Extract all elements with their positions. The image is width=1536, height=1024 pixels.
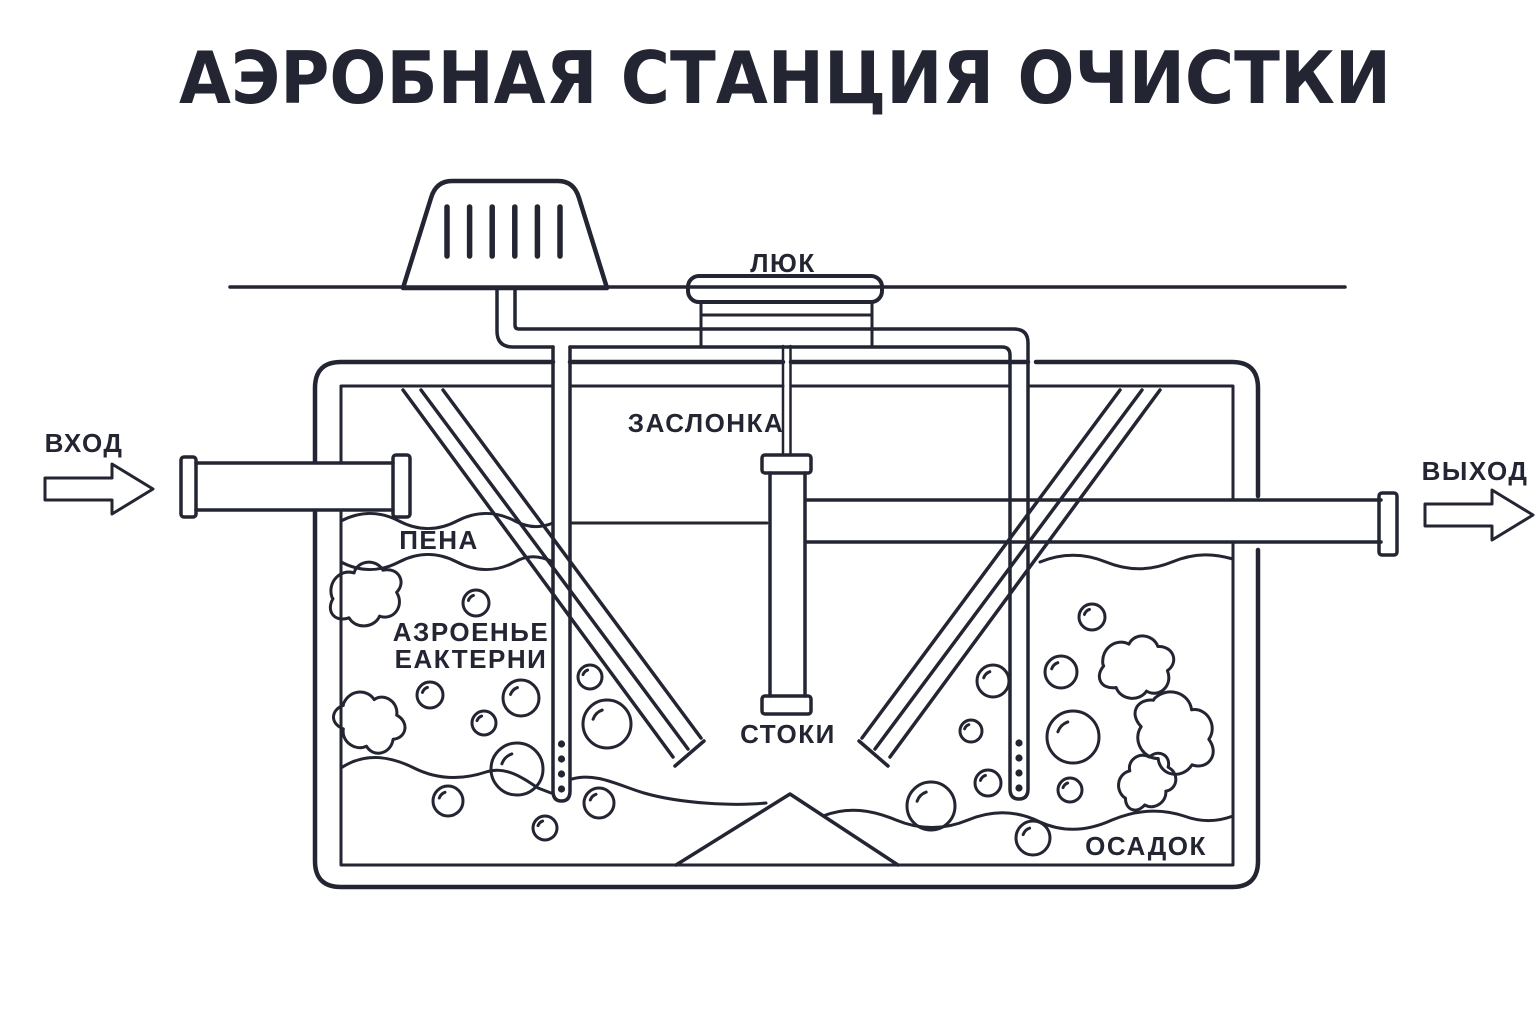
bubble	[1056, 776, 1084, 804]
riser-bottom-cap	[760, 694, 813, 716]
bubble	[576, 663, 604, 691]
bubble-highlight	[1082, 607, 1091, 616]
bubble	[461, 588, 491, 618]
inlet-pipe-right-flange	[391, 453, 412, 519]
bubble	[1077, 602, 1107, 632]
left-aerator-tube	[551, 345, 572, 803]
hatch-neck	[699, 300, 874, 348]
bubble	[582, 786, 616, 820]
bubble-highlight	[500, 752, 514, 766]
damper-assembly	[760, 344, 813, 716]
foam-blob	[325, 677, 415, 766]
left-baffle	[401, 388, 706, 768]
outlet: ВЫХОД	[804, 456, 1535, 557]
aerator-hole	[1015, 739, 1023, 747]
bubble-highlight	[536, 819, 545, 828]
air-pipe-run	[495, 286, 1030, 801]
aerator-hole	[1015, 769, 1023, 777]
outlet-arrow-icon	[1423, 488, 1535, 542]
damper-rod	[781, 344, 792, 457]
bubble	[958, 718, 984, 744]
compressor-vent-slits	[444, 204, 563, 259]
tank-outer-wall	[312, 359, 1261, 890]
inlet-pipe	[194, 461, 395, 512]
bubble-highlight	[963, 723, 971, 731]
bubble	[581, 698, 633, 750]
hatch-label: ЛЮК	[750, 248, 815, 278]
bubble	[431, 784, 465, 818]
outlet-pipe	[804, 498, 1383, 544]
aerator-holes	[557, 739, 1023, 793]
foam-blob	[330, 562, 401, 626]
bubble-highlight	[1050, 661, 1060, 671]
bubble-highlight	[982, 670, 992, 680]
sludge-mound	[674, 792, 900, 867]
inlet: ВХОД	[43, 428, 412, 519]
bubble-highlight	[509, 686, 519, 696]
hatch	[686, 274, 884, 348]
bubble-highlight	[591, 708, 604, 721]
right-baffle	[857, 388, 1162, 768]
right-sludge-line	[821, 808, 1235, 831]
bacteria-label-line2: ЕАКТЕРНИ	[395, 644, 548, 674]
bubble-highlight	[581, 668, 590, 677]
left-sludge-line	[339, 755, 768, 806]
bubble-highlight	[978, 773, 987, 782]
tank	[312, 359, 1261, 890]
bubbles	[415, 588, 1107, 857]
bubble-highlight	[420, 685, 429, 694]
foam-blob	[1096, 629, 1177, 704]
water-lines	[339, 512, 1235, 867]
hatch-lid	[686, 274, 884, 304]
inlet-pipe-left-flange	[179, 455, 198, 519]
tank-inner-wall	[339, 384, 1235, 867]
aerator-hole	[557, 785, 566, 793]
bubble	[1014, 819, 1052, 857]
aerator-hole	[557, 755, 566, 763]
bubble-highlight	[1021, 826, 1032, 837]
bubble-highlight	[437, 790, 447, 800]
bubble	[973, 768, 1003, 798]
baffles	[401, 388, 1162, 768]
page-title: АЭРОБНАЯ СТАНЦИЯ ОЧИСТКИ	[179, 36, 1391, 120]
left-foam-upper-line	[339, 512, 555, 530]
bubble	[415, 680, 445, 710]
bubble-highlight	[466, 593, 475, 602]
foam-blobs	[325, 562, 1226, 818]
bubble	[1045, 709, 1101, 765]
compressor-housing	[400, 178, 610, 291]
bubble	[501, 678, 541, 718]
aerator-hole	[557, 770, 566, 778]
outlet-label: ВЫХОД	[1422, 456, 1529, 486]
foam-blob	[1123, 679, 1226, 786]
bubble-highlight	[1061, 781, 1070, 790]
inlet-label: ВХОД	[45, 428, 124, 458]
foam-label: ПЕНА	[399, 525, 479, 555]
sewage-label: СТОКИ	[740, 719, 836, 749]
outlet-pipe-flange	[1377, 491, 1399, 557]
foam-blob	[1108, 744, 1185, 819]
compressor	[400, 178, 610, 291]
bubble	[489, 741, 545, 797]
riser-top-cap	[760, 453, 813, 475]
aerator-hole	[557, 740, 566, 748]
bubble-highlight	[1056, 720, 1070, 734]
bubble-highlight	[915, 790, 928, 803]
riser-column-body	[768, 471, 807, 698]
bubble-highlight	[588, 792, 598, 802]
inlet-arrow-icon	[43, 462, 155, 516]
damper-label: ЗАСЛОНКА	[628, 408, 784, 438]
right-foam-line	[1038, 553, 1235, 571]
bubble	[531, 814, 559, 842]
aerator-hole	[1015, 784, 1023, 792]
sediment-label: ОСАДОК	[1085, 831, 1207, 861]
bubble	[905, 780, 957, 832]
bacteria-label-line1: АЗРОЕНЬЕ	[393, 617, 549, 647]
bubble	[975, 663, 1011, 699]
bubble-highlight	[475, 714, 484, 723]
aerator-hole	[1015, 754, 1023, 762]
air-pipe	[495, 286, 1030, 803]
bubble	[1043, 654, 1079, 690]
bubble	[470, 709, 498, 737]
